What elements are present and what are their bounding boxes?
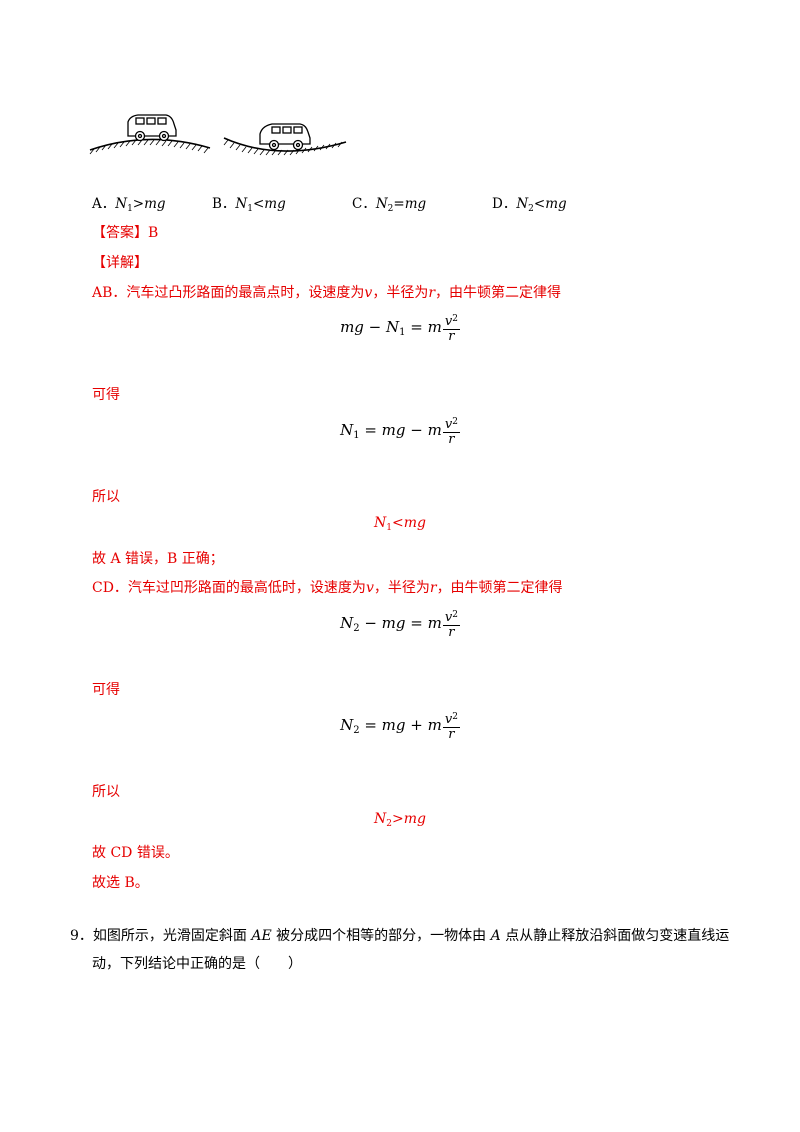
option-a: A．N1>mg xyxy=(92,196,166,214)
suoyi-1: 所以 xyxy=(92,489,120,505)
result-1: N1<mg xyxy=(374,515,426,533)
kede-1: 可得 xyxy=(92,387,120,403)
option-c: C．N2=mg xyxy=(352,196,427,214)
concave-road xyxy=(223,137,347,156)
question-9-line-1: 9．如图所示，光滑固定斜面 AE 被分成四个相等的部分，一物体由 A 点从静止释… xyxy=(70,928,730,944)
conclusion-cd: 故 CD 错误。 xyxy=(92,845,179,861)
option-d: D．N2<mg xyxy=(492,196,567,214)
result-2: N2>mg xyxy=(374,811,426,829)
car-2 xyxy=(259,123,311,151)
final-choice: 故选 B。 xyxy=(92,875,149,891)
suoyi-2: 所以 xyxy=(92,784,120,800)
explanation-ab: AB．汽车过凸形路面的最高点时，设速度为v，半径为r，由牛顿第二定律得 xyxy=(92,285,562,301)
car-1 xyxy=(127,114,177,142)
question-9-line-2: 动，下列结论中正确的是（ ） xyxy=(92,956,302,972)
explanation-cd: CD．汽车过凹形路面的最高低时，设速度为v，半径为r，由牛顿第二定律得 xyxy=(92,580,563,596)
question-9: 9．如图所示，光滑固定斜面 AE 被分成四个相等的部分，一物体由 A 点从静止释… xyxy=(70,922,770,978)
option-b: B．N1<mg xyxy=(212,196,286,214)
answer-label: 【答案】B xyxy=(92,225,159,241)
detail-label: 【详解】 xyxy=(92,255,148,271)
kede-2: 可得 xyxy=(92,682,120,698)
convex-road xyxy=(89,138,211,155)
cars-on-road-figure xyxy=(89,114,347,156)
conclusion-ab: 故 A 错误，B 正确； xyxy=(92,551,224,567)
